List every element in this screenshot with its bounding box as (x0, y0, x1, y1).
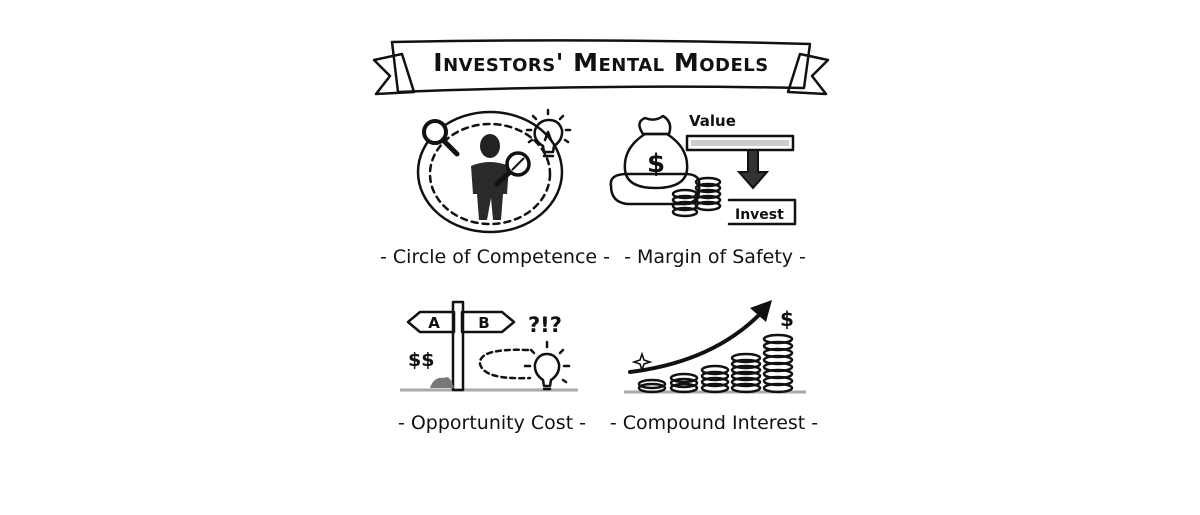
value-bar (685, 134, 795, 152)
value-label: Value (689, 112, 736, 130)
sign-b-label: B (478, 314, 489, 332)
growth-arrow-icon (628, 300, 772, 374)
ribbon-icon (372, 39, 830, 96)
caption-opportunity-cost: - Opportunity Cost - (397, 412, 587, 434)
panel-circle-of-competence (405, 104, 575, 234)
lightbulb-icon (525, 108, 572, 158)
lightbulb-icon (523, 340, 571, 391)
down-arrow-icon (736, 149, 770, 190)
dollar-sign: $ (647, 149, 665, 179)
person-icon (471, 134, 509, 220)
solid-circle (416, 110, 564, 234)
panel-margin-of-safety: $ Value Invest (605, 108, 810, 230)
panel-compound-interest: $ (622, 298, 812, 398)
title-banner: Investors' Mental Models (372, 36, 830, 102)
coin-stack-icon (637, 333, 794, 394)
invest-box: Invest (727, 198, 797, 226)
caption-circle-of-competence: - Circle of Competence - (380, 246, 611, 268)
rock (430, 377, 454, 388)
panel-opportunity-cost: A B $$ ?!? (398, 296, 588, 396)
invest-label: Invest (735, 207, 784, 223)
money-label: $$ (408, 349, 434, 371)
money-bag-icon: $ (623, 114, 689, 190)
dashed-circle (428, 122, 552, 226)
coin-stack-icon (671, 176, 722, 218)
question-label: ?!? (528, 313, 562, 337)
magnifier-icon (422, 119, 460, 157)
handheld-magnifier-icon (494, 151, 531, 187)
dashed-path (478, 348, 532, 380)
sign-a-label: A (428, 314, 440, 332)
caption-margin-of-safety: - Margin of Safety - (624, 246, 806, 268)
caption-compound-interest: - Compound Interest - (609, 412, 819, 434)
dollar-label: $ (780, 307, 794, 331)
signpost-icon: A B (406, 300, 516, 392)
page-title: Investors' Mental Models (433, 48, 769, 77)
